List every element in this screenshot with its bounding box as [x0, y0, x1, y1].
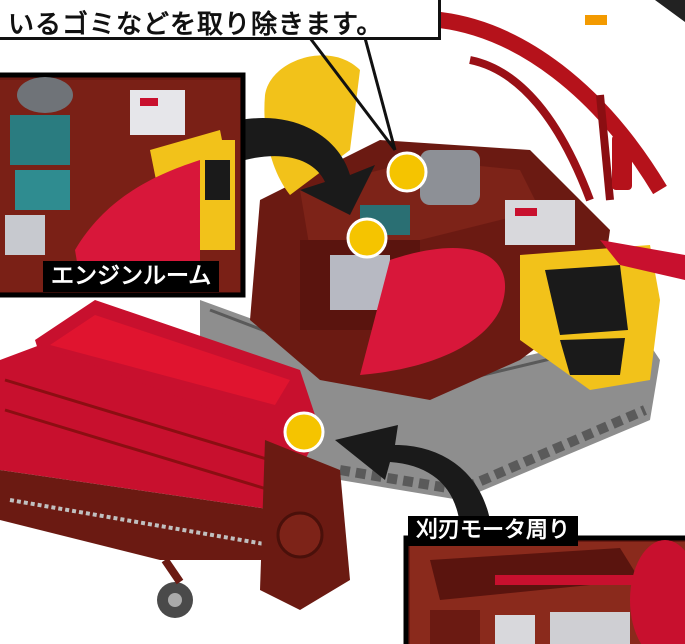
marker-upper — [386, 151, 428, 193]
cutter-motor-label-text: 刈刃モータ周り — [416, 518, 571, 543]
red-bumper-right — [600, 240, 685, 280]
instruction-callout: いるゴミなどを取り除きます。 — [0, 0, 441, 40]
engine-room-label-text: エンジンルーム — [51, 263, 212, 289]
cutter-assembly — [0, 300, 350, 618]
callout-text: いるゴミなどを取り除きます。 — [8, 10, 384, 40]
corner-shape — [655, 0, 685, 22]
arrow-to-engine — [240, 118, 375, 215]
callout-pointer — [308, 37, 397, 151]
rear-frame — [438, 12, 667, 202]
arrow-to-cutter — [335, 425, 490, 525]
engine-room-label: エンジンルーム — [43, 261, 220, 292]
cutter-motor-inset — [403, 535, 685, 644]
yellow-frame-right — [520, 245, 660, 390]
marker-engine — [346, 217, 388, 259]
engine-room-inset — [0, 72, 246, 298]
side-fender — [360, 248, 506, 375]
cutter-motor-label: 刈刃モータ周り — [408, 516, 579, 546]
marker-cutter — [283, 411, 325, 453]
